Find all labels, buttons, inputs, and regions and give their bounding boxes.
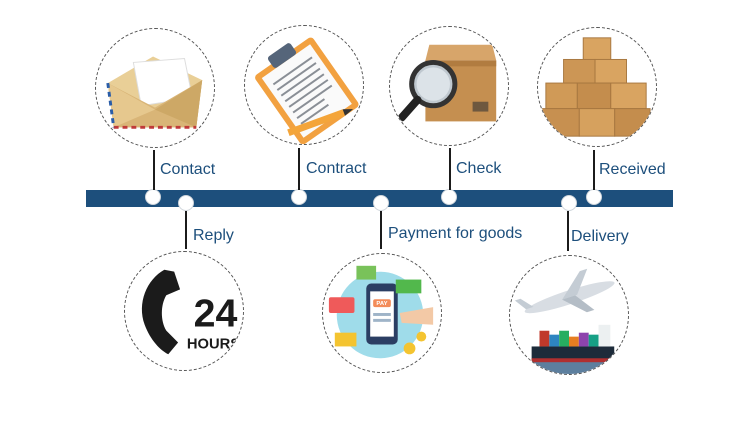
contact-circle	[95, 28, 215, 148]
step-label-payment: Payment for goods	[388, 225, 523, 242]
step-label-delivery: Delivery	[571, 228, 629, 245]
timeline-dot-contact	[145, 189, 161, 205]
step-label-reply: Reply	[193, 227, 234, 244]
contract-clipboard-icon	[255, 37, 359, 144]
plane-ship-icon	[510, 268, 628, 374]
magnifier-box-icon	[397, 44, 497, 122]
reply-circle: 24 HOURS	[124, 251, 244, 371]
stem-reply	[185, 211, 187, 249]
stem-contact	[153, 150, 155, 190]
payment-circle: PAY	[322, 253, 442, 373]
mobile-payment-icon: PAY	[328, 265, 434, 359]
box-stack-icon	[541, 37, 651, 137]
stem-delivery	[567, 211, 569, 251]
envelope-icon	[106, 56, 203, 129]
pay-text: PAY	[376, 301, 387, 307]
step-label-check: Check	[456, 160, 502, 177]
timeline-dot-check	[441, 189, 457, 205]
delivery-circle	[509, 255, 629, 375]
step-label-received: Received	[599, 161, 666, 178]
timeline-dot-contract	[291, 189, 307, 205]
contract-circle	[244, 25, 364, 145]
step-label-contact: Contact	[160, 161, 216, 178]
timeline-dot-received	[586, 189, 602, 205]
stem-contract	[298, 148, 300, 190]
timeline-dot-payment	[373, 195, 389, 211]
stem-check	[449, 148, 451, 190]
badge-number: 24	[194, 292, 238, 336]
timeline-dot-delivery	[561, 195, 577, 211]
badge-hours: HOURS	[187, 336, 240, 352]
check-circle	[389, 26, 509, 146]
timeline-dot-reply	[178, 195, 194, 211]
received-circle	[537, 27, 657, 147]
phone-24-hours-icon: 24 HOURS	[141, 269, 240, 355]
step-label-contract: Contract	[306, 160, 367, 177]
stem-payment	[380, 211, 382, 249]
stem-received	[593, 150, 595, 190]
